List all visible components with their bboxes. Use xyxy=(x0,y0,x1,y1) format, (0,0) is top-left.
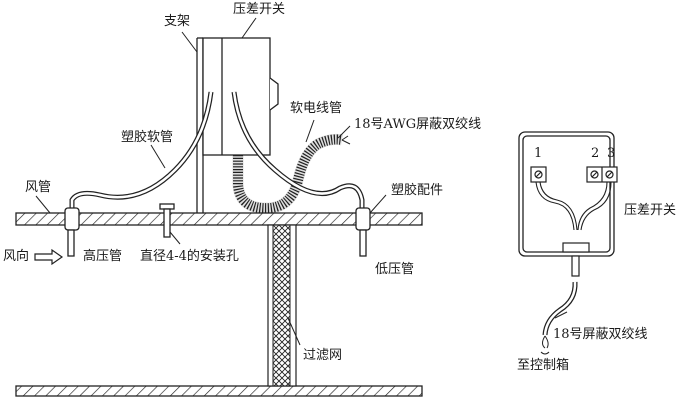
high-pressure-fitting xyxy=(64,207,80,257)
label-switch-right: 压差开关 xyxy=(624,203,677,218)
wind-arrow-icon xyxy=(34,248,64,266)
flex-conduit xyxy=(233,134,343,214)
terminal-block-1 xyxy=(530,166,547,183)
cable-stub xyxy=(571,255,580,277)
label-high-pressure-tube: 高压管 xyxy=(83,249,123,264)
label-shielded-cable: 18号屏蔽双绞线 xyxy=(553,327,648,342)
label-duct: 风管 xyxy=(25,180,52,195)
filter-mesh xyxy=(267,224,297,387)
label-mount-hole: 直径4-4的安装孔 xyxy=(140,249,239,264)
label-flex-conduit: 软电线管 xyxy=(290,101,343,116)
label-low-pressure-tube: 低压管 xyxy=(375,262,415,277)
terminal-label-3: 3 xyxy=(607,146,616,161)
duct-top-wall xyxy=(15,212,423,226)
leader-lines xyxy=(35,17,387,346)
label-plastic-fitting: 塑胶配件 xyxy=(391,183,444,198)
plastic-hose-low xyxy=(231,91,365,220)
internal-wires xyxy=(535,181,612,231)
label-awg-cable: 18号AWG屏蔽双绞线 xyxy=(354,117,482,132)
label-filter: 过滤网 xyxy=(303,348,343,363)
label-plastic-hose: 塑胶软管 xyxy=(121,130,174,145)
terminal-block-2-3 xyxy=(586,166,618,183)
label-to-control-box: 至控制箱 xyxy=(517,358,570,373)
plastic-hose-high xyxy=(69,91,214,220)
low-pressure-fitting xyxy=(355,207,371,257)
terminal-label-1: 1 xyxy=(534,146,543,161)
pressure-switch-body xyxy=(202,37,279,156)
label-pressure-switch: 压差开关 xyxy=(233,2,286,17)
duct-bottom-wall xyxy=(15,385,423,397)
label-wind-direction: 风向 xyxy=(3,249,30,264)
mount-bolt xyxy=(159,203,175,238)
cable-gland xyxy=(562,242,590,253)
terminal-label-2: 2 xyxy=(591,146,600,161)
label-bracket: 支架 xyxy=(164,14,191,29)
shielded-cable xyxy=(540,281,578,355)
